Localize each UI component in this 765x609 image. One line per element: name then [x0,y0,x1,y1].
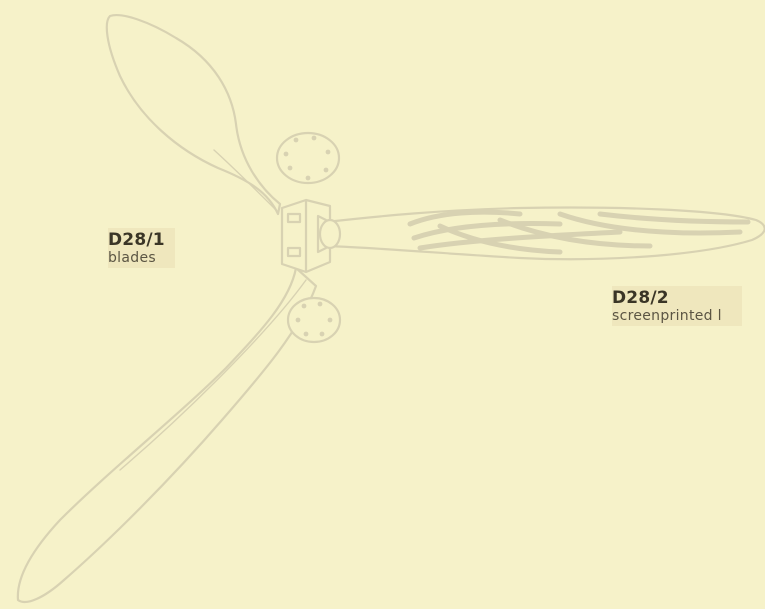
label-code: D28/2 [612,288,669,308]
blade-chevron-pattern [407,209,751,255]
label-description: screenprinted l [612,308,722,324]
label-description: blades [108,250,156,266]
right-blade [324,206,765,261]
label-d28-1: D28/1 blades [108,228,175,268]
label-d28-2: D28/2 screenprinted l [612,286,742,326]
label-code: D28/1 [108,230,165,250]
bolt-plate-icon [275,131,341,185]
upper-blade [105,14,282,216]
lower-blade [16,266,318,604]
lower-bolt-plate-icon [286,296,342,344]
hub-flange-icon [280,198,342,274]
